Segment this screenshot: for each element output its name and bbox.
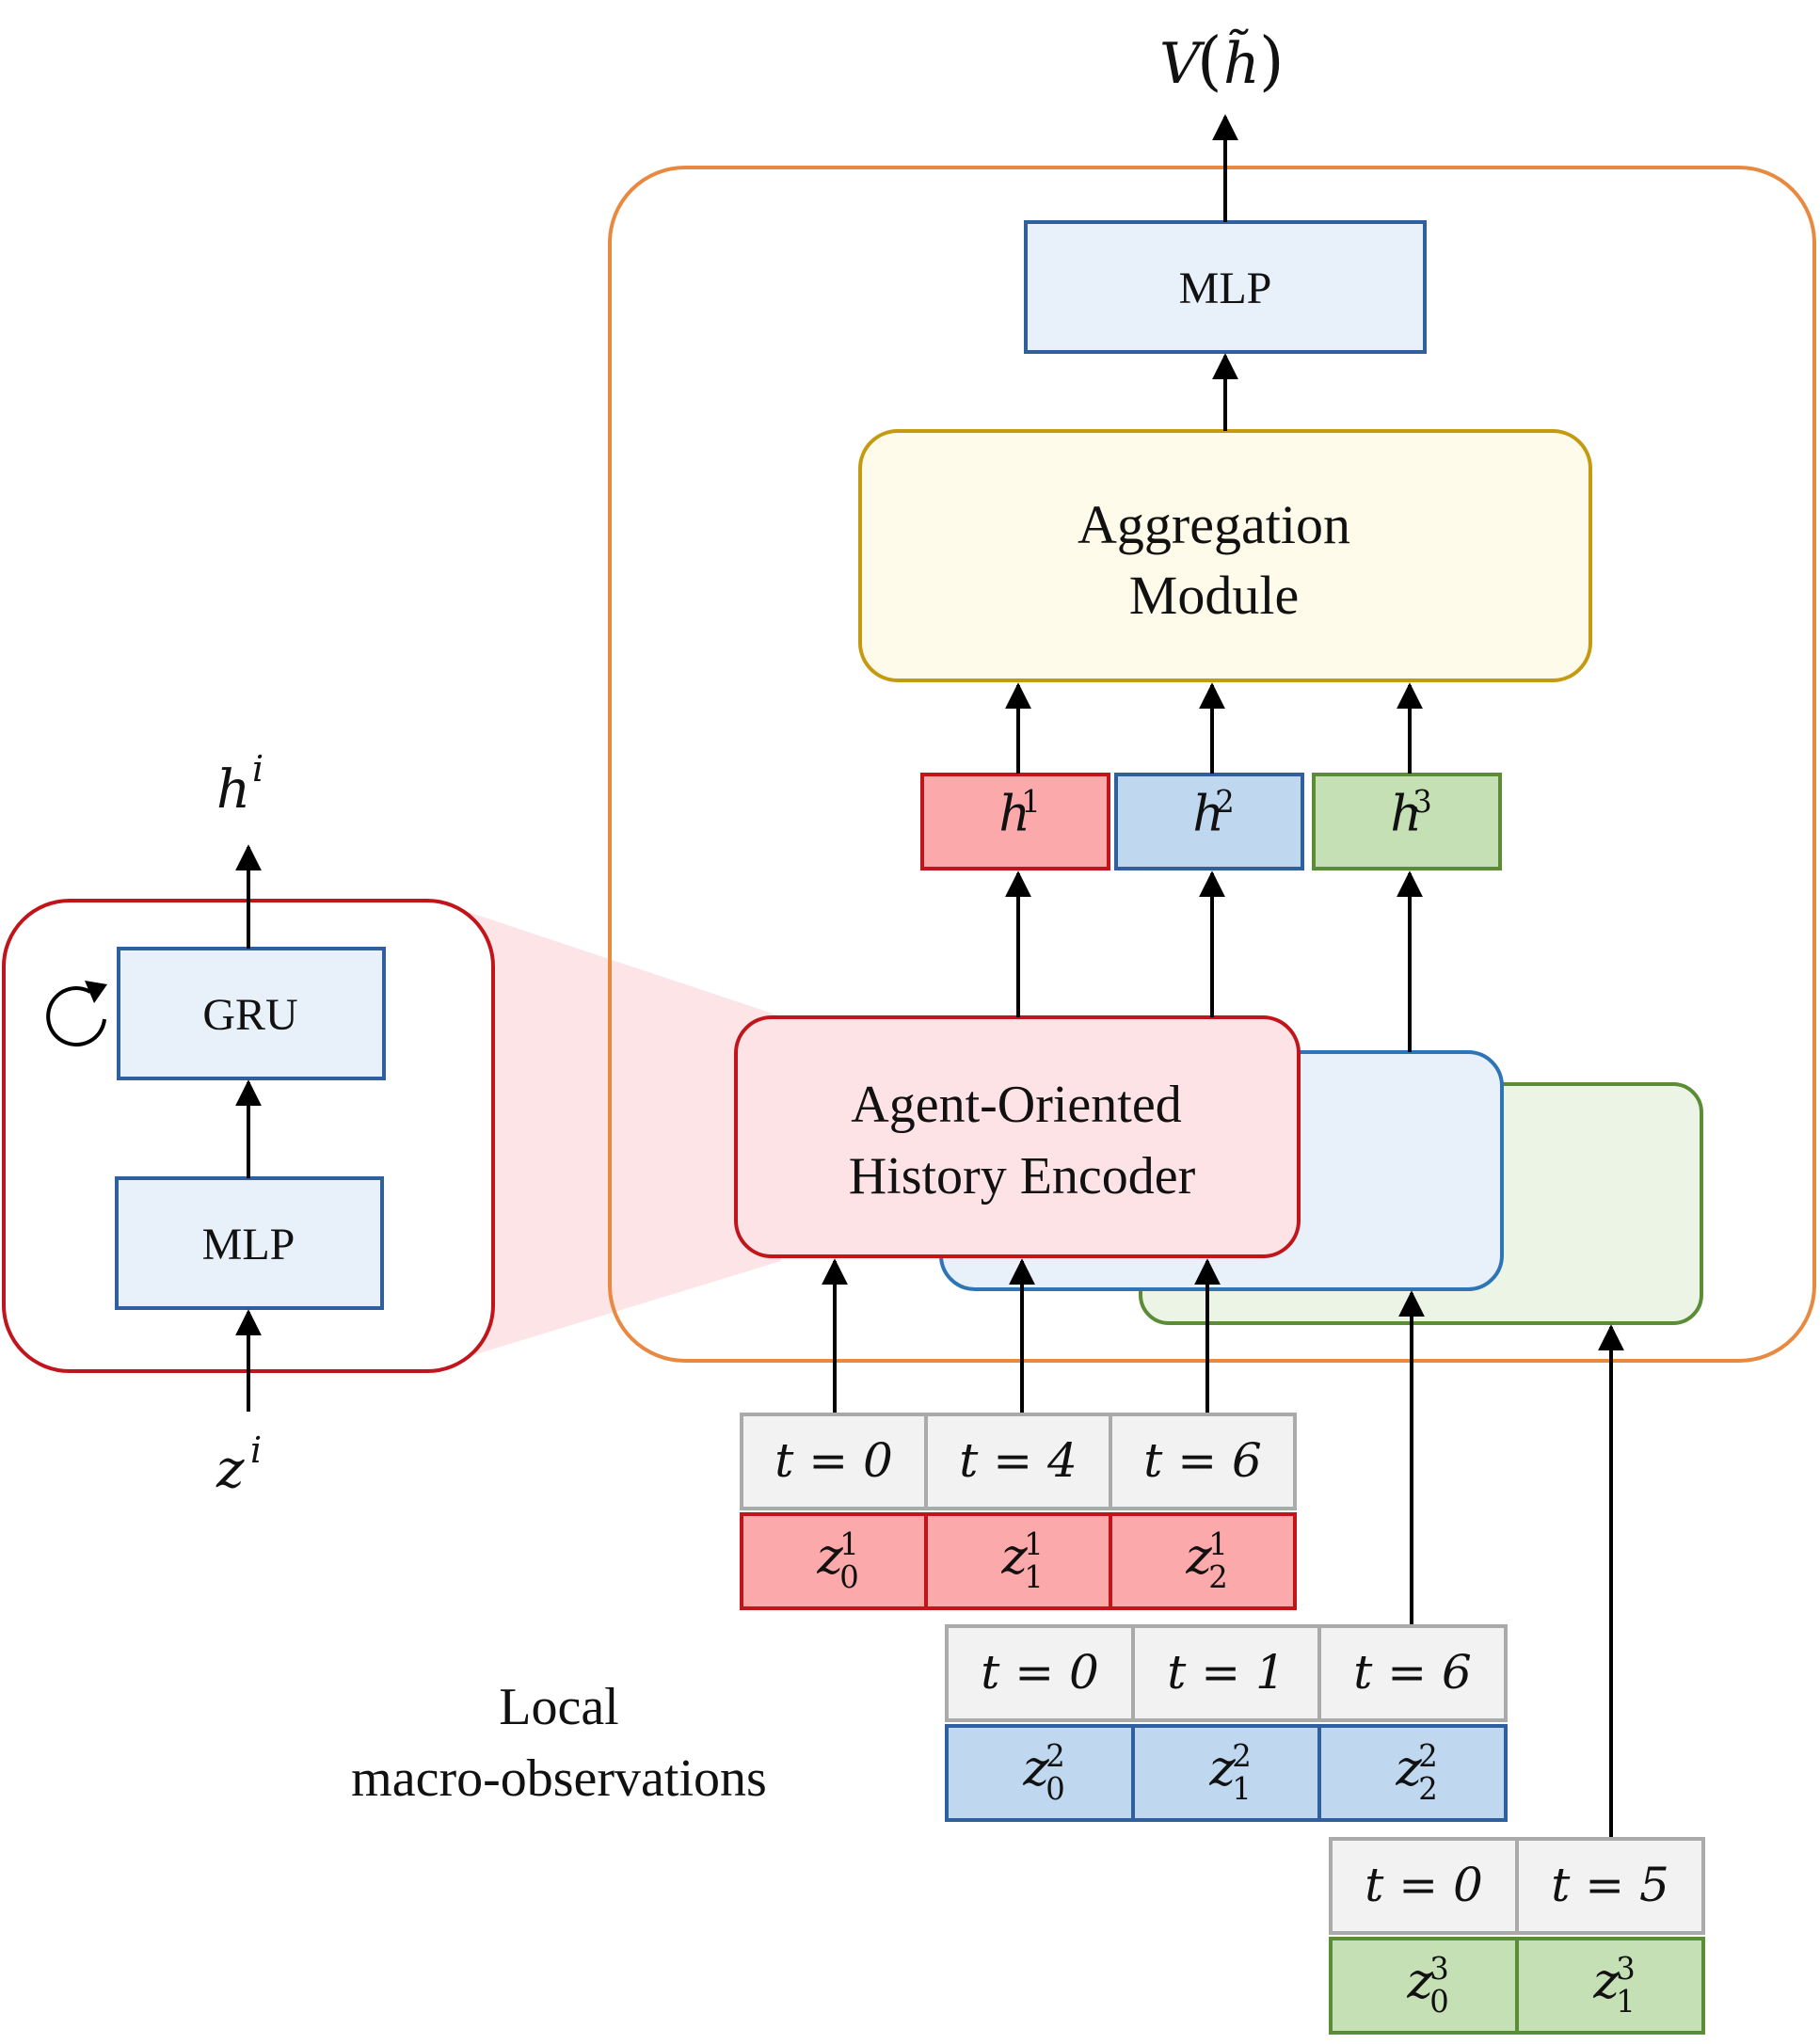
time-cell-a1-2 (1109, 1413, 1297, 1510)
svg-text:(: ( (1197, 24, 1222, 99)
svg-text:z: z (1395, 1741, 1422, 1797)
encoder-label-line1: Agent-Oriented (851, 1076, 1181, 1134)
svg-text:0: 0 (1046, 1771, 1065, 1807)
svg-text:1: 1 (1232, 1771, 1252, 1807)
time-cell-a3-1 (1515, 1837, 1705, 1935)
time-label-a1-0: t = 0 (774, 1433, 893, 1488)
obs-cell-a2-0 (945, 1724, 1135, 1822)
caption-line2: macro-observations (351, 1749, 767, 1808)
time-label-a3-0: t = 0 (1365, 1858, 1483, 1912)
svg-text:z: z (1022, 1741, 1049, 1797)
time-label-a2-0: t = 0 (981, 1645, 1099, 1700)
aggregation-label-line2: Module (1129, 565, 1299, 626)
agent-state-box-3 (1312, 773, 1502, 870)
svg-text:z: z (1406, 1954, 1433, 2010)
time-cell-a3-0 (1329, 1837, 1519, 1935)
svg-text:z: z (1208, 1741, 1236, 1797)
svg-text:): ) (1259, 24, 1285, 99)
obs-label-a1-1: z11 (1000, 1526, 1043, 1595)
svg-text:h: h (998, 787, 1030, 843)
aggregation-label-line1: Aggregation (1078, 494, 1350, 555)
svg-text:V: V (1159, 31, 1205, 97)
svg-text:z: z (1000, 1529, 1028, 1586)
obs-cell-a1-1 (924, 1512, 1112, 1610)
svg-text:i: i (252, 748, 263, 790)
agent-state-label-1: h1 (998, 784, 1040, 843)
gru-label: GRU (202, 990, 297, 1040)
agent-state-label-2: h2 (1192, 784, 1234, 843)
svg-text:1: 1 (1024, 1559, 1044, 1595)
obs-label-a3-0: z30 (1406, 1951, 1448, 2020)
obs-label-a2-2: z22 (1395, 1738, 1437, 1807)
agent-state-box-2 (1114, 773, 1304, 870)
obs-label-a1-2: z12 (1185, 1526, 1227, 1595)
svg-text:1: 1 (1208, 1526, 1228, 1562)
svg-text:3: 3 (1429, 1951, 1449, 1987)
mlp-top-box (1024, 220, 1427, 354)
critic-output-label: V ( h̃ ) (1159, 24, 1285, 99)
svg-text:2: 2 (1215, 784, 1235, 820)
zoom-input-label: z i (216, 1429, 262, 1500)
svg-text:h: h (216, 759, 250, 821)
svg-text:h: h (1390, 787, 1422, 843)
svg-text:1: 1 (1616, 1984, 1636, 2020)
encoder-label-line2: History Encoder (849, 1147, 1196, 1206)
mlp-top-label: MLP (1179, 263, 1272, 313)
obs-cell-a1-2 (1109, 1512, 1297, 1610)
svg-text:2: 2 (1232, 1738, 1252, 1774)
svg-text:z: z (1185, 1529, 1212, 1586)
time-label-a1-2: t = 6 (1143, 1433, 1262, 1488)
time-label-a3-1: t = 5 (1551, 1858, 1669, 1912)
svg-text:1: 1 (1021, 784, 1041, 820)
svg-text:1: 1 (1024, 1526, 1044, 1562)
zoom-output-label: h i (216, 748, 263, 821)
time-cell-a1-0 (740, 1413, 928, 1510)
recurrent-loop-icon (46, 981, 107, 1047)
svg-text:2: 2 (1418, 1771, 1438, 1807)
obs-cell-a2-2 (1317, 1724, 1508, 1822)
svg-text:3: 3 (1616, 1951, 1636, 1987)
time-label-a2-1: t = 1 (1167, 1645, 1285, 1700)
gru-box (117, 947, 386, 1080)
obs-cell-a2-1 (1131, 1724, 1321, 1822)
obs-label-a2-1: z21 (1208, 1738, 1251, 1807)
obs-label-a3-1: z31 (1592, 1951, 1635, 2020)
critic-frame (608, 166, 1816, 1363)
time-cell-a2-2 (1317, 1624, 1508, 1722)
svg-text:3: 3 (1413, 784, 1432, 820)
svg-text:h: h (1192, 787, 1224, 843)
svg-text:z: z (816, 1529, 843, 1586)
svg-text:z: z (216, 1439, 245, 1500)
agent-state-box-1 (920, 773, 1110, 870)
svg-text:2: 2 (1046, 1738, 1065, 1774)
time-label-a2-2: t = 6 (1353, 1645, 1472, 1700)
svg-text:h̃: h̃ (1223, 28, 1260, 97)
svg-text:0: 0 (1429, 1984, 1449, 2020)
time-label-a1-1: t = 4 (959, 1433, 1078, 1488)
obs-cell-a1-0 (740, 1512, 928, 1610)
history-encoder-box (734, 1015, 1301, 1258)
mlp-inner-label: MLP (202, 1220, 295, 1270)
agent-state-label-3: h3 (1390, 784, 1431, 843)
svg-text:0: 0 (839, 1559, 859, 1595)
aggregation-module-box (858, 429, 1592, 682)
obs-label-a2-0: z20 (1022, 1738, 1064, 1807)
obs-label-a1-0: z10 (816, 1526, 858, 1595)
svg-text:1: 1 (839, 1526, 859, 1562)
time-cell-a2-1 (1131, 1624, 1321, 1722)
svg-text:z: z (1592, 1954, 1620, 2010)
obs-cell-a3-1 (1515, 1937, 1705, 2035)
caption-line1: Local (499, 1678, 618, 1736)
svg-text:2: 2 (1418, 1738, 1438, 1774)
svg-text:i: i (250, 1429, 262, 1471)
svg-text:2: 2 (1208, 1559, 1228, 1595)
